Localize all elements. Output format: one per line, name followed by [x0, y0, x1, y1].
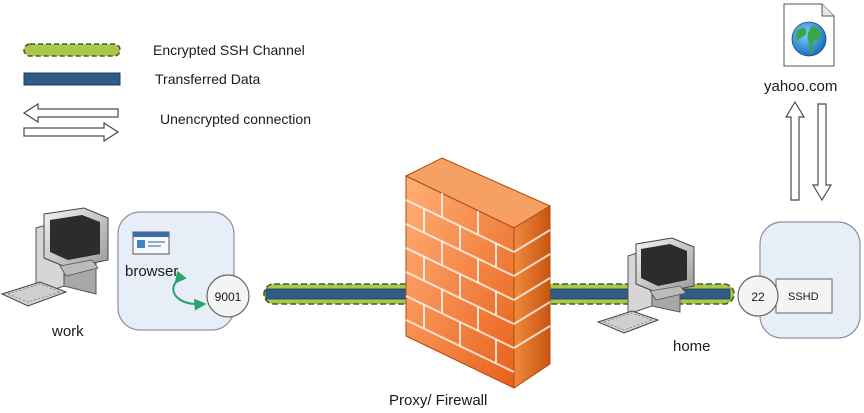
- browser-label: browser: [125, 263, 178, 280]
- sshd-label: SSHD: [788, 291, 819, 303]
- remote-port-circle: [737, 275, 779, 317]
- home-workstation-icon: [596, 237, 695, 334]
- legend-unencrypted-arrows-icon: [22, 102, 120, 143]
- website-label: yahoo.com: [764, 78, 837, 95]
- legend-data-label: Transferred Data: [155, 71, 261, 87]
- work-workstation-icon: [0, 207, 109, 307]
- website-unencrypted-arrows-icon: [784, 100, 833, 202]
- remote-port-label: 22: [751, 290, 765, 304]
- legend-unencrypted-label: Unencrypted connection: [160, 111, 311, 127]
- sshd-box: [775, 278, 833, 314]
- legend-encrypted-label: Encrypted SSH Channel: [153, 42, 305, 58]
- brick-firewall-icon: [404, 157, 552, 389]
- legend-encrypted-swatch: [23, 43, 121, 57]
- browser-to-port-arrow-icon: [172, 270, 207, 311]
- legend-data-swatch: [23, 72, 121, 86]
- firewall-label: Proxy/ Firewall: [389, 392, 487, 409]
- work-label: work: [51, 323, 84, 340]
- local-port-label: 9001: [215, 290, 242, 304]
- browser-window-icon: [132, 231, 170, 255]
- document-globe-icon: [783, 3, 835, 67]
- home-label: home: [673, 338, 711, 355]
- legend: Encrypted SSH Channel Transferred Data U…: [22, 42, 311, 143]
- local-port-circle: [206, 274, 250, 318]
